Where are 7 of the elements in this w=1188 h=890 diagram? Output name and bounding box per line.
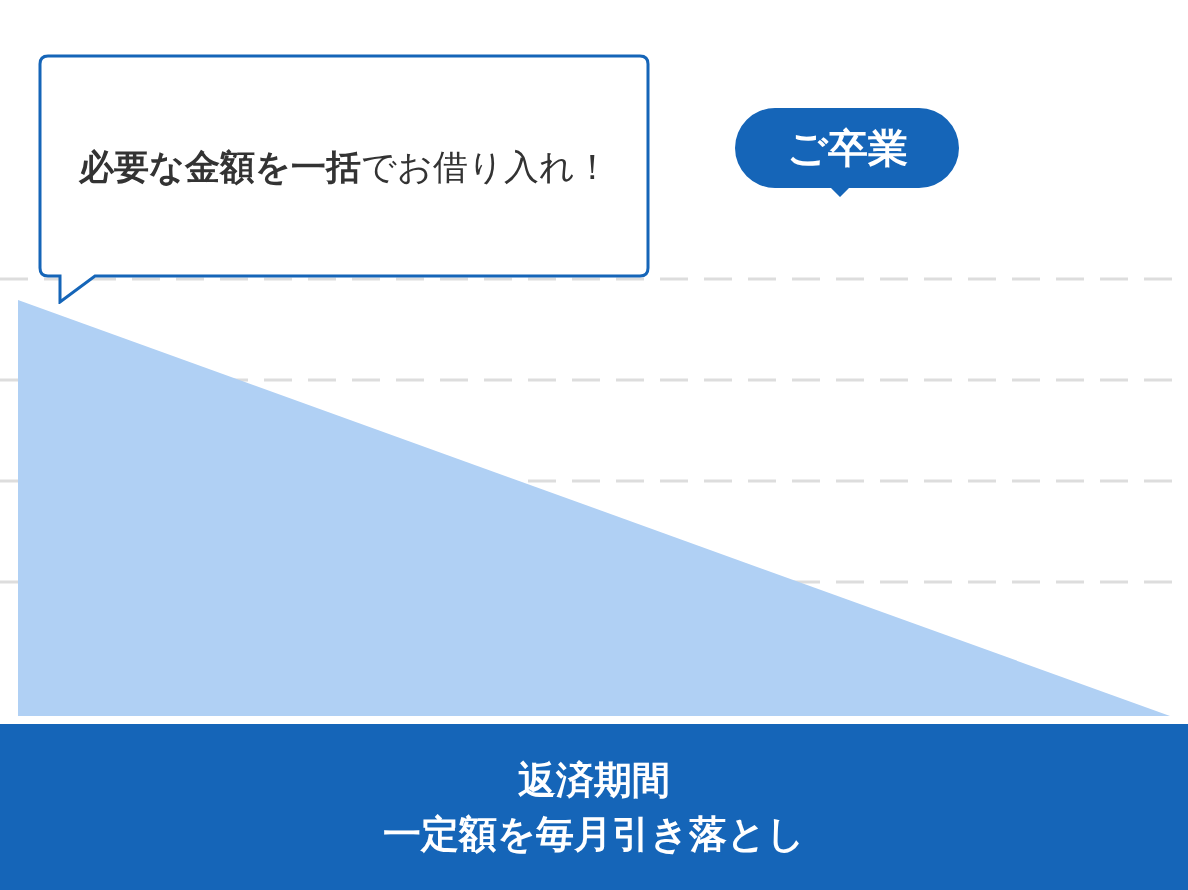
- footer-band: [0, 724, 1188, 890]
- band-heading: 返済期間: [518, 757, 670, 804]
- tag-text: ご卒業: [786, 123, 908, 173]
- tag-bubble: [735, 108, 959, 198]
- bubble-text: 必要な金額を一括でお借り入れ！: [78, 145, 610, 189]
- speech-bubble: [38, 54, 650, 304]
- band-text: 一定額を毎月引き落とし: [383, 811, 805, 858]
